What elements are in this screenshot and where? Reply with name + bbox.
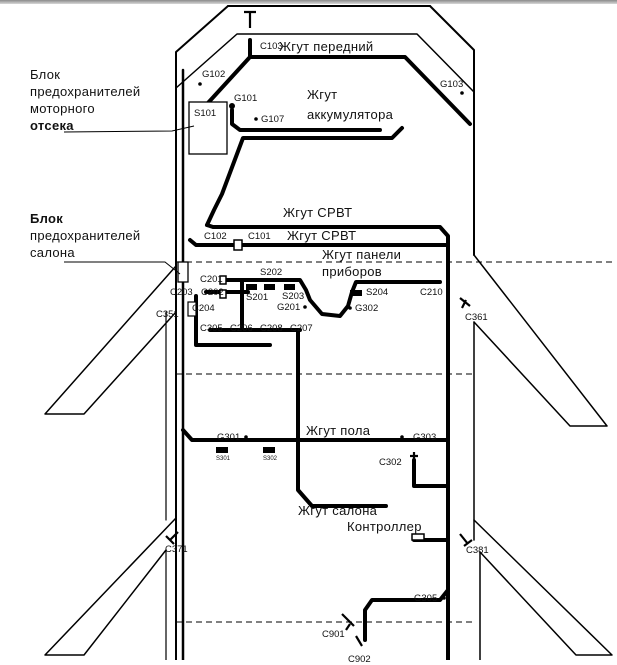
connector-c201-label: C201 xyxy=(200,274,223,285)
label-line: моторного xyxy=(30,101,95,116)
label-line: предохранителей xyxy=(30,228,141,243)
engine-fuse-block-label: Блок предохранителей моторного отсека xyxy=(30,66,140,134)
splice-s204 xyxy=(350,290,362,296)
fuse-block-engine xyxy=(188,101,228,155)
harness-battery-label-1: Жгут xyxy=(307,87,338,102)
connector-c901-label: C901 xyxy=(322,629,345,640)
body-outline-right xyxy=(429,5,475,256)
door-front-right xyxy=(473,254,608,427)
harness-srvt-lower xyxy=(188,238,450,247)
ground-g107-dot xyxy=(254,117,258,121)
connector-c206-label: C206 xyxy=(230,323,253,334)
leader-engine-block xyxy=(63,125,195,133)
harness-srvt-lower-label: Жгут СРВТ xyxy=(287,228,357,243)
connector-c371-label: C371 xyxy=(165,544,188,555)
ground-g201-dot xyxy=(303,305,307,309)
connector-c208-label: C208 xyxy=(260,323,283,334)
harness-front-label: Жгут передний xyxy=(279,39,374,54)
splice-s302 xyxy=(263,447,275,453)
door-front-left xyxy=(44,265,177,415)
harness-panel-wire xyxy=(224,278,442,318)
ground-g201-label: G201 xyxy=(277,302,301,313)
ground-g103-label: G103 xyxy=(440,79,464,90)
connector-c203-label: C203 xyxy=(170,287,193,298)
splice-s302-label: S302 xyxy=(263,456,278,462)
connector-c202-label: C202 xyxy=(201,287,224,298)
ground-g101-label: G101 xyxy=(234,93,258,104)
splice-s202 xyxy=(264,284,275,290)
splice-s301 xyxy=(216,447,228,453)
splice-s202-label: S202 xyxy=(260,267,283,278)
connector-c361-label: C361 xyxy=(465,312,488,323)
ground-g303-dot xyxy=(400,435,404,439)
ground-g303-label: G303 xyxy=(413,432,437,443)
ground-g101-dot xyxy=(229,103,235,109)
connector-c103-label: C103 xyxy=(260,41,283,52)
splice-s203 xyxy=(284,284,295,290)
ground-g102-label: G102 xyxy=(202,69,226,80)
connector-c102-label: C102 xyxy=(204,231,227,242)
door-rear-left xyxy=(44,517,177,656)
harness-srvt-upper xyxy=(205,223,450,660)
harness-floor-wire xyxy=(181,428,450,442)
connector-c101-label: C101 xyxy=(248,231,271,242)
connector-c101 xyxy=(233,239,243,251)
splice-s301-label: S301 xyxy=(216,456,231,462)
leader-cabin-block xyxy=(64,261,181,275)
connector-c210-label: C210 xyxy=(420,287,443,298)
ground-g301-dot xyxy=(244,435,248,439)
harness-floor-label: Жгут пола xyxy=(306,423,371,438)
connector-c302-label: C302 xyxy=(379,457,402,468)
harness-battery-label-2: аккумулятора xyxy=(307,107,394,122)
connector-c207-label: C207 xyxy=(290,323,313,334)
door-rear-right xyxy=(473,519,613,656)
window-top-edge xyxy=(0,0,617,4)
harness-front-wire xyxy=(205,55,472,126)
connector-c381-label: C381 xyxy=(466,545,489,556)
connector-controller xyxy=(411,533,425,541)
splice-s203-label: S203 xyxy=(282,291,305,302)
body-inner-left xyxy=(175,33,475,93)
label-line: салона xyxy=(30,245,75,260)
controller-label: Контроллер xyxy=(347,519,422,534)
cabin-fuse-block-label: Блок предохранителей салона xyxy=(30,210,140,261)
connector-c305-label: C305 xyxy=(200,323,223,334)
ground-g103-dot xyxy=(460,91,464,95)
harness-panel-label-2: приборов xyxy=(322,264,382,279)
ground-g102-dot xyxy=(198,82,202,86)
harness-panel-label-1: Жгут панели xyxy=(322,247,402,262)
harness-srvt-upper-label: Жгут СРВТ xyxy=(283,205,353,220)
ground-g301-label: G301 xyxy=(217,432,241,443)
label-line: Блок xyxy=(30,67,61,82)
harness-battery-wire xyxy=(205,126,404,227)
harness-cabin-label: Жгут салона xyxy=(298,503,378,518)
ground-g305-label: G305 xyxy=(414,593,438,604)
splice-s201-label: S201 xyxy=(246,292,269,303)
label-line: Блок xyxy=(30,211,64,226)
label-line: отсека xyxy=(30,118,74,133)
splice-s204-label: S204 xyxy=(366,287,389,298)
ground-g302-dot xyxy=(348,306,352,310)
connector-c351-label: C351 xyxy=(156,309,179,320)
splice-s201 xyxy=(246,284,257,290)
splice-s101-label: S101 xyxy=(194,108,217,119)
ground-g107-label: G107 xyxy=(261,114,285,125)
ground-g302-label: G302 xyxy=(355,303,379,314)
ground-g305-dot xyxy=(442,596,446,600)
body-outline-left xyxy=(175,5,229,660)
connector-c204-label: C204 xyxy=(192,303,215,314)
label-line: предохранителей xyxy=(30,84,141,99)
